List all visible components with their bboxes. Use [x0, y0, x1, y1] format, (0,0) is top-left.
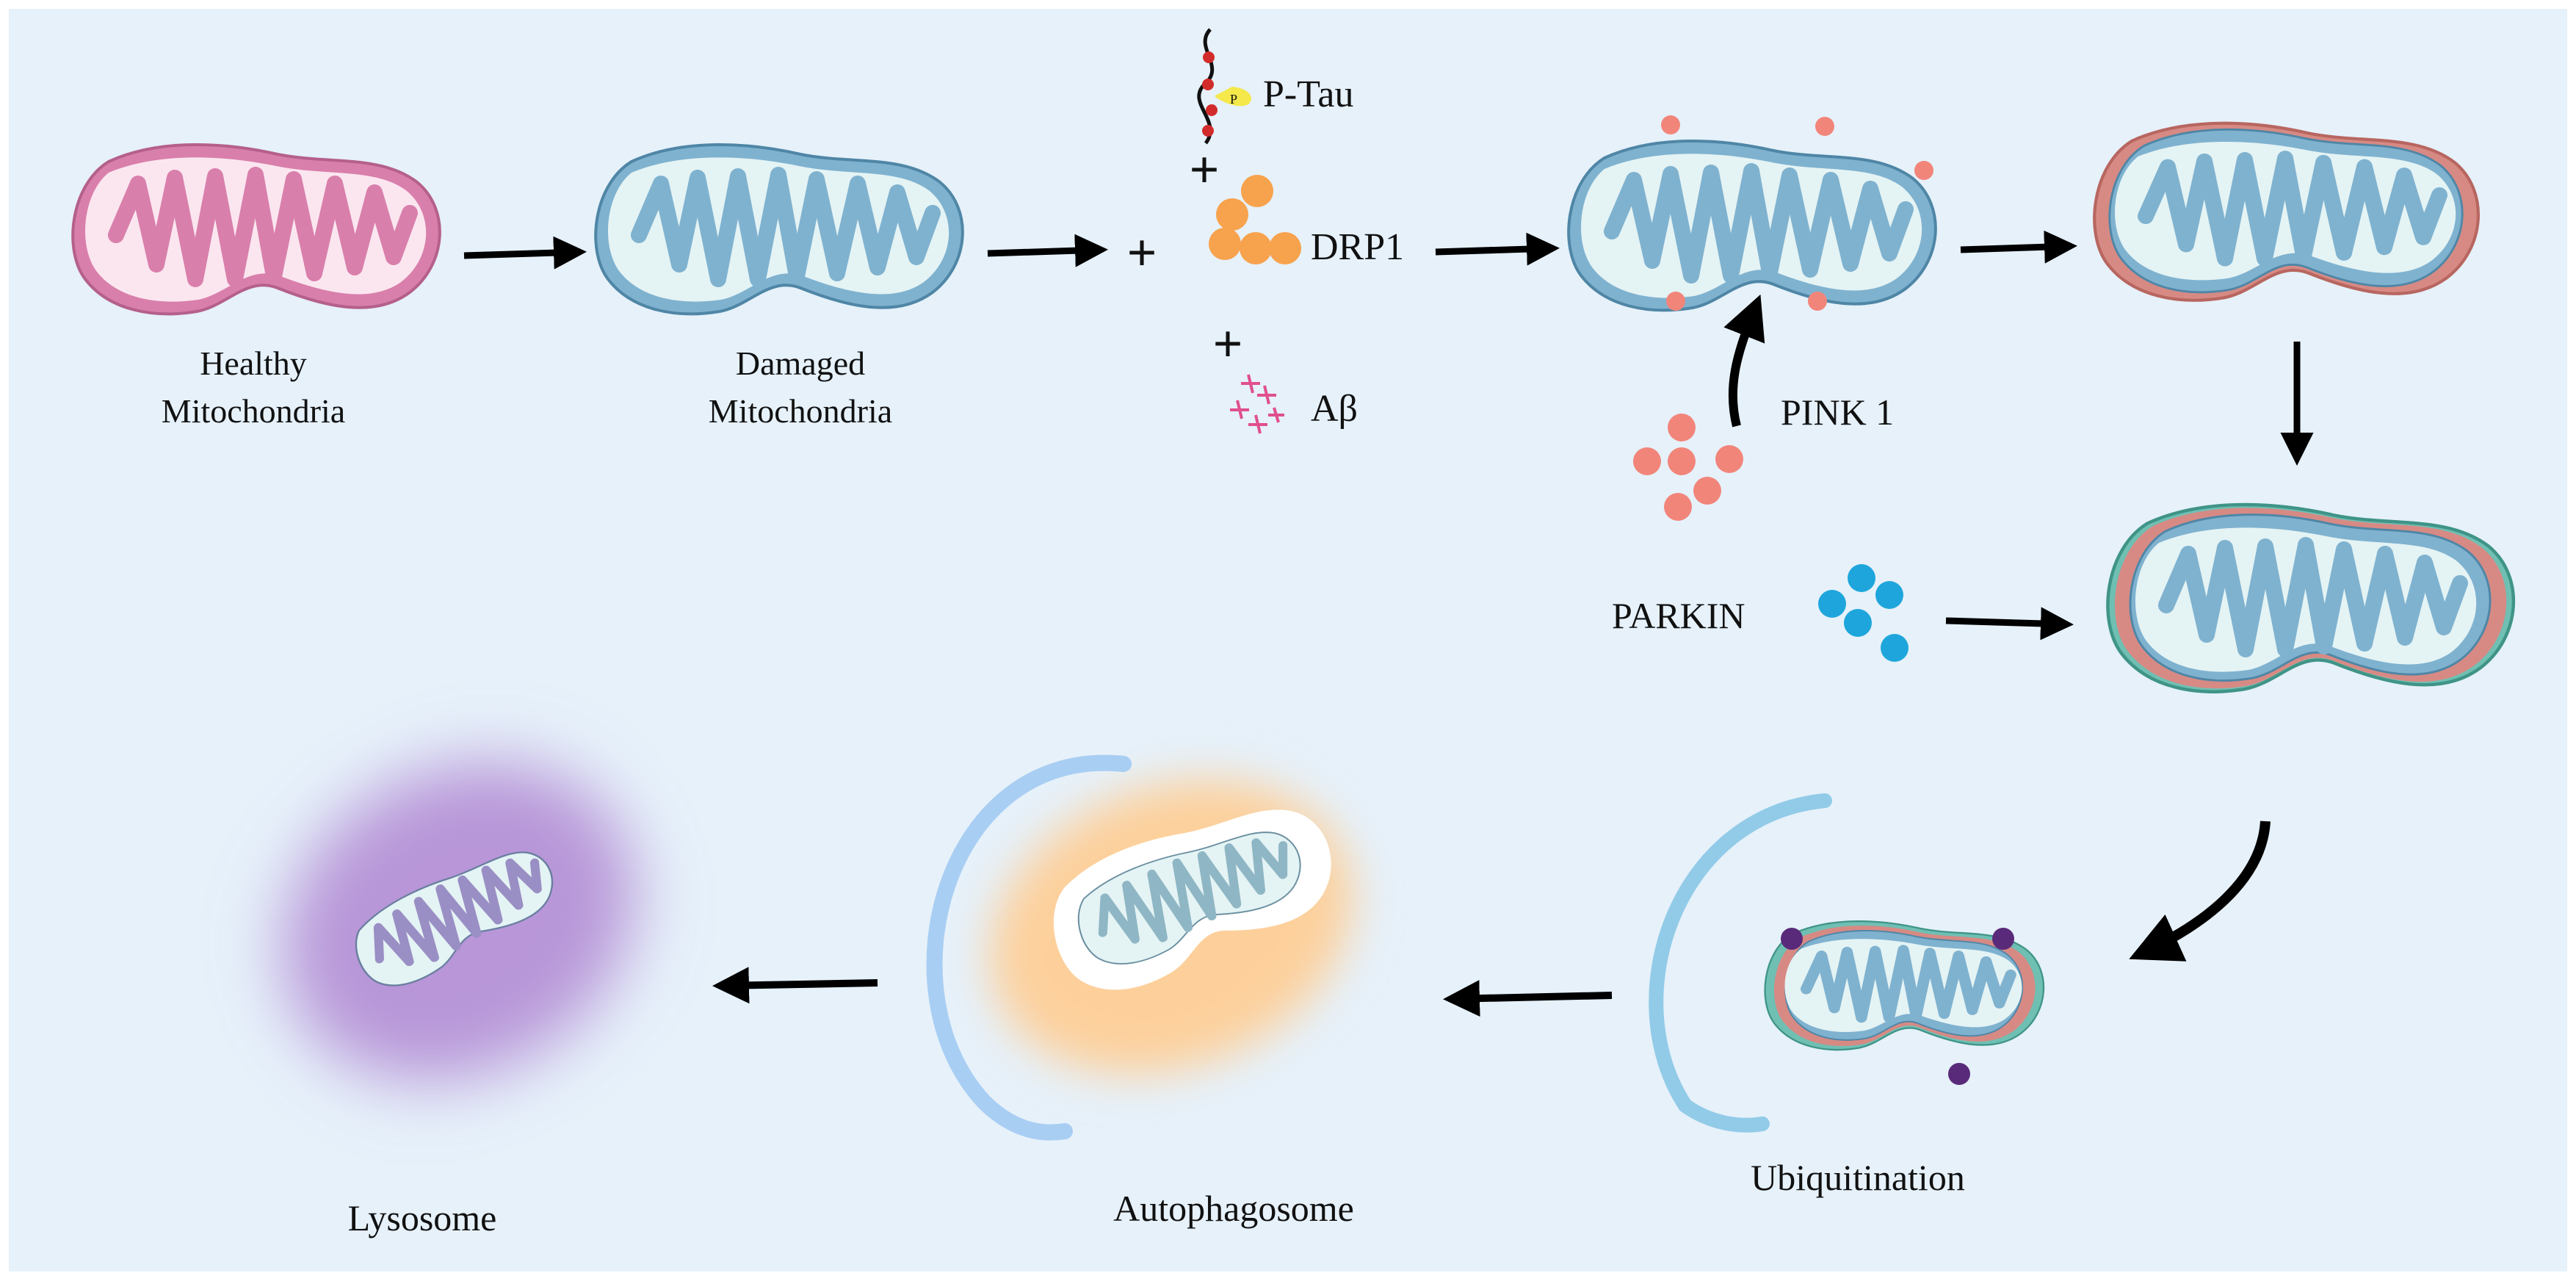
arrow-pink1-to-pinkmembrane — [1960, 230, 2077, 264]
mitochondrion-double-membrane — [2108, 505, 2513, 692]
arrow-to-ubiquitination — [2129, 820, 2271, 962]
label-lysosome: Lysosome — [348, 1197, 497, 1238]
mitochondrion-pink-membrane — [2094, 123, 2478, 300]
mitochondrion-pink1-bound — [1567, 139, 1937, 312]
mitochondrion-engulfed — [1032, 778, 1351, 1011]
label-damaged-line1: Damaged — [736, 345, 865, 382]
mitochondrion-degrading — [355, 851, 554, 987]
arrow-damaged-to-factors — [987, 234, 1108, 267]
label-damaged-line2: Mitochondria — [709, 392, 892, 430]
mitochondrion-ubiquitinated — [1764, 920, 2045, 1051]
label-pink1: PINK 1 — [1781, 392, 1894, 433]
pink1-free-dots — [1633, 414, 1743, 521]
arrow-parkin-to-doublemembrane — [1945, 607, 2074, 641]
label-autophagosome: Autophagosome — [1113, 1188, 1354, 1229]
autophagosome-arc — [926, 754, 1132, 1141]
abeta-icon — [1230, 374, 1284, 434]
plus-sign-3: + — [1212, 314, 1242, 373]
label-ptau: P-Tau — [1263, 73, 1353, 115]
drp1-icon — [1209, 175, 1301, 264]
label-healthy-line1: Healthy — [200, 345, 307, 382]
arrow-factors-to-marked — [1435, 232, 1560, 266]
parkin-dots — [1818, 564, 1909, 662]
label-healthy-line2: Mitochondria — [162, 392, 345, 430]
arrow-pink1-recruitment — [1723, 294, 1765, 428]
arrow-ubiquitination-to-autophagosome — [1443, 980, 1613, 1017]
phagophore-arc-ubiquitination — [1649, 793, 1832, 1133]
label-drp1: DRP1 — [1311, 226, 1404, 268]
label-ubiquitination: Ubiquitination — [1751, 1157, 1965, 1198]
plus-sign-2: + — [1189, 140, 1219, 199]
arrow-autophagosome-to-lysosome — [712, 967, 878, 1004]
pink1-bound-dots — [1661, 115, 1933, 311]
damaged-mitochondrion — [594, 143, 964, 316]
label-parkin: PARKIN — [1612, 595, 1745, 636]
label-abeta: Aβ — [1311, 388, 1358, 430]
arrow-healthy-to-damaged — [463, 236, 587, 270]
ptau-icon: P — [1197, 28, 1251, 145]
ptau-badge: P — [1230, 92, 1237, 107]
plus-sign-1: + — [1126, 223, 1157, 282]
ubiquitin-dots — [1781, 928, 2014, 1085]
healthy-mitochondrion — [71, 143, 441, 316]
